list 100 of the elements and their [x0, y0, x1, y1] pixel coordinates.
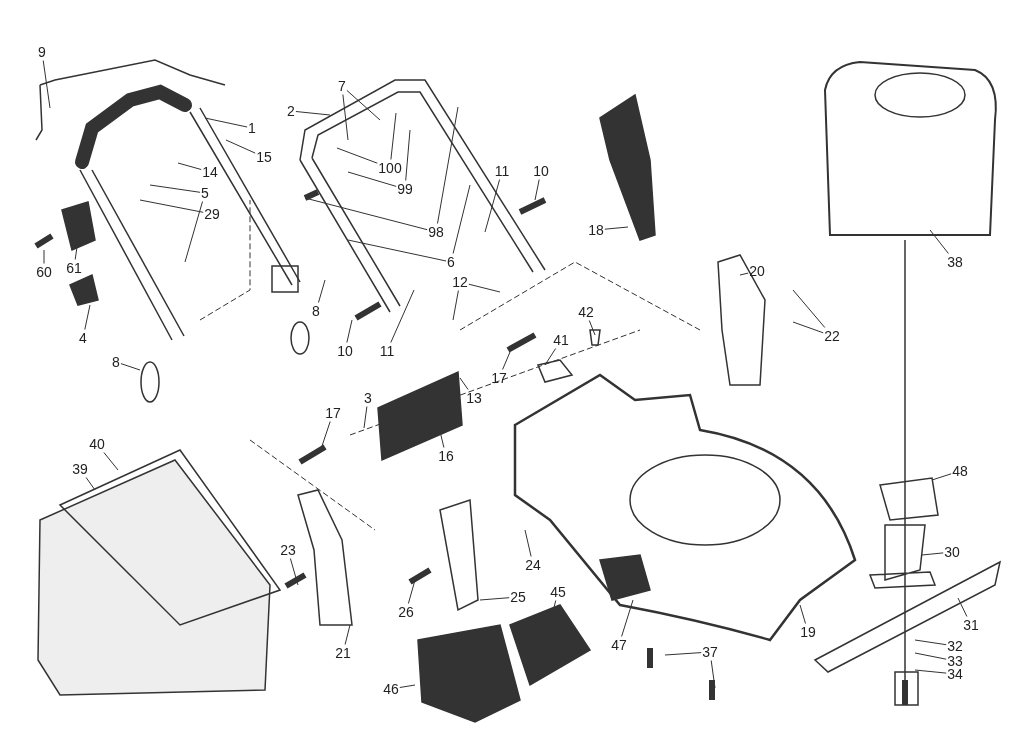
callout-number: 12 — [452, 274, 468, 290]
callout-number: 17 — [491, 370, 507, 386]
callout-number: 5 — [201, 185, 209, 201]
callout-number: 61 — [66, 260, 82, 276]
leader-line — [321, 421, 331, 447]
leader-line — [621, 599, 634, 637]
leader-line — [295, 111, 331, 116]
leader-line — [534, 179, 540, 201]
leader-line — [363, 406, 368, 429]
leader-line — [452, 184, 471, 254]
callout-number: 30 — [944, 544, 960, 560]
callout-number: 40 — [89, 436, 105, 452]
leader-line — [346, 89, 381, 121]
leader-line — [437, 106, 459, 224]
leader-line — [346, 319, 353, 343]
callout-number: 18 — [588, 222, 604, 238]
callout-number: 10 — [533, 163, 549, 179]
callout-number: 17 — [325, 405, 341, 421]
callout-number: 24 — [525, 557, 541, 573]
leader-line — [604, 226, 629, 230]
leader-line — [929, 229, 949, 254]
leader-line — [524, 529, 532, 557]
leader-line — [177, 162, 202, 170]
leader-line — [390, 112, 397, 160]
leader-line — [799, 604, 806, 624]
leader-line — [502, 351, 511, 370]
leader-line — [931, 473, 952, 481]
callout-number: 46 — [383, 681, 399, 697]
callout-number: 3 — [364, 390, 372, 406]
leader-line — [103, 452, 119, 471]
callout-number: 1 — [248, 120, 256, 136]
callout-number: 7 — [338, 78, 346, 94]
callout-number: 21 — [335, 645, 351, 661]
leader-line — [342, 94, 349, 141]
callout-number: 19 — [800, 624, 816, 640]
callout-number: 98 — [428, 224, 444, 240]
callout-number: 2 — [287, 103, 295, 119]
callout-number: 22 — [824, 328, 840, 344]
callout-number: 42 — [578, 304, 594, 320]
callout-number: 33 — [947, 653, 963, 669]
leader-line — [792, 289, 826, 328]
callout-number: 9 — [38, 44, 46, 60]
callout-number: 4 — [79, 330, 87, 346]
leader-line — [318, 279, 326, 303]
callout-number: 15 — [256, 149, 272, 165]
callout-number: 6 — [447, 254, 455, 270]
leader-line — [344, 624, 351, 645]
leader-line — [664, 652, 702, 656]
leader-line — [84, 304, 91, 330]
leader-line — [914, 669, 947, 674]
leader-line — [347, 239, 447, 262]
leader-line — [407, 579, 416, 604]
callout-number: 34 — [947, 666, 963, 682]
callout-number: 41 — [553, 332, 569, 348]
leader-line — [43, 249, 45, 264]
leader-line — [452, 290, 459, 321]
leader-line — [204, 117, 248, 128]
leader-line — [914, 639, 947, 646]
callout-number: 16 — [438, 448, 454, 464]
leader-line — [336, 147, 378, 164]
callout-number: 45 — [550, 584, 566, 600]
callout-number: 39 — [72, 461, 88, 477]
leader-line — [710, 660, 716, 689]
callout-number: 13 — [466, 390, 482, 406]
leader-line — [921, 552, 944, 556]
callout-number: 29 — [204, 206, 220, 222]
callout-number: 31 — [963, 617, 979, 633]
callout-number: 11 — [494, 163, 510, 179]
callout-number: 8 — [112, 354, 120, 370]
leader-line — [42, 60, 51, 109]
leader-line — [484, 179, 501, 233]
callout-number: 99 — [397, 181, 413, 197]
leader-line — [85, 477, 96, 491]
callout-number: 8 — [312, 303, 320, 319]
leader-line — [588, 320, 596, 336]
leader-line — [399, 684, 416, 688]
callout-number: 20 — [749, 263, 765, 279]
callout-number: 32 — [947, 638, 963, 654]
leader-line — [479, 597, 510, 601]
callout-number: 60 — [36, 264, 52, 280]
leader-line — [792, 321, 824, 334]
leader-line — [120, 363, 141, 371]
leader-line — [347, 171, 397, 187]
leader-line — [957, 597, 968, 617]
leader-line — [139, 199, 204, 213]
callout-number: 37 — [702, 644, 718, 660]
leader-line — [544, 348, 557, 366]
callout-number: 100 — [378, 160, 402, 176]
leader-line — [914, 652, 947, 660]
callout-number: 38 — [947, 254, 963, 270]
callout-number: 10 — [337, 343, 353, 359]
leader-line — [304, 197, 428, 231]
callout-number: 47 — [611, 637, 627, 653]
leader-line — [289, 558, 299, 586]
leader-line — [225, 139, 256, 154]
leader-line — [149, 184, 201, 193]
leader-line — [459, 377, 469, 390]
leader-line — [739, 272, 749, 276]
leader-line — [390, 289, 415, 343]
callout-number: 14 — [202, 164, 218, 180]
